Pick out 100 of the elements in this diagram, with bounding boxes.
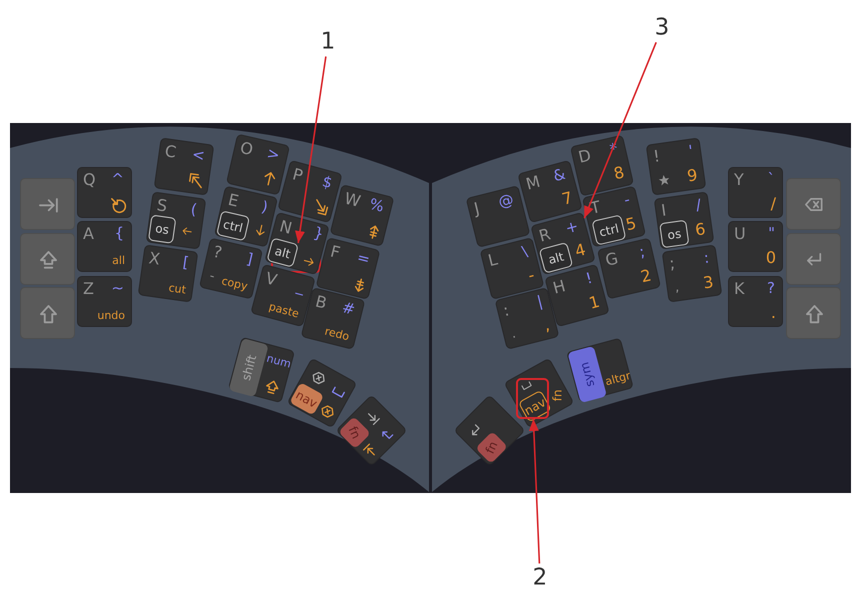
key bbox=[786, 232, 840, 284]
symbol-legend: / bbox=[694, 197, 702, 213]
function-legend: redo bbox=[324, 325, 350, 342]
symbol-legend: { bbox=[114, 226, 124, 241]
symbol-legend: ( bbox=[190, 202, 198, 218]
key bbox=[20, 232, 75, 284]
function-legend: altgr bbox=[604, 370, 632, 388]
symbol-legend: \ bbox=[520, 244, 530, 260]
key-letter: G bbox=[604, 250, 620, 268]
function-legend: all bbox=[112, 255, 125, 266]
function-legend: 5 bbox=[624, 214, 638, 233]
modifier-tag bbox=[538, 241, 574, 274]
symbol-legend: ^ bbox=[111, 172, 124, 187]
key-letter: C bbox=[164, 142, 178, 160]
symbol-legend: ; bbox=[638, 244, 646, 260]
key bbox=[728, 221, 783, 272]
key-letter: K bbox=[734, 280, 744, 296]
key-letter: P bbox=[290, 166, 304, 184]
key-letter: L bbox=[486, 251, 500, 269]
function-legend: 2 bbox=[639, 266, 653, 285]
tag-label: fn bbox=[346, 424, 362, 440]
tag-label: fn bbox=[483, 439, 500, 455]
key-letter: J bbox=[472, 200, 482, 217]
symbol-legend: & bbox=[552, 166, 567, 184]
key bbox=[20, 287, 75, 339]
key bbox=[20, 178, 75, 230]
function-legend: 9 bbox=[686, 166, 699, 184]
key-letter: ! bbox=[652, 148, 661, 164]
key-letter: E bbox=[226, 191, 240, 210]
key-letter: F bbox=[328, 243, 342, 261]
key-letter: D bbox=[576, 146, 593, 166]
symbol-legend: < bbox=[191, 146, 206, 164]
symbol-legend: > bbox=[266, 145, 282, 163]
key-letter: ? bbox=[212, 243, 224, 261]
modifier-tag bbox=[148, 214, 176, 244]
function-legend: cut bbox=[168, 282, 187, 296]
tag-label: os bbox=[666, 226, 682, 240]
function-legend: 6 bbox=[694, 220, 707, 238]
symbol-legend: @ bbox=[496, 192, 516, 210]
leader-line bbox=[528, 418, 540, 564]
function-legend: copy bbox=[220, 274, 249, 292]
tag-label: nav bbox=[522, 396, 547, 417]
key-letter: U bbox=[734, 226, 746, 242]
symbol-legend: - bbox=[622, 192, 632, 208]
key-letter: X bbox=[148, 250, 161, 268]
tag-label: nav bbox=[294, 388, 319, 410]
function-legend: paste bbox=[268, 300, 300, 319]
key bbox=[77, 276, 132, 326]
function-legend: 3 bbox=[702, 274, 715, 291]
key-letter: S bbox=[156, 196, 168, 214]
function-legend: 0 bbox=[766, 250, 776, 266]
modifier-tag bbox=[216, 210, 250, 241]
tag-label: os bbox=[154, 222, 170, 236]
symbol-legend: : bbox=[702, 250, 710, 266]
secondary-legend: - bbox=[208, 269, 216, 283]
tag-label: sym bbox=[578, 360, 596, 388]
callout-number: 3 bbox=[654, 16, 670, 40]
leader-line bbox=[295, 56, 327, 244]
function-legend: 4 bbox=[573, 241, 588, 260]
key bbox=[728, 167, 783, 218]
callout-number: 1 bbox=[320, 30, 336, 54]
symbol-legend: % bbox=[368, 196, 386, 214]
key-letter: V bbox=[264, 270, 279, 288]
symbol-legend: " bbox=[768, 226, 775, 241]
function-legend: undo bbox=[97, 310, 125, 320]
symbol-legend: + bbox=[564, 218, 580, 236]
key-letter: : bbox=[502, 302, 511, 319]
modifier-tag bbox=[659, 219, 690, 248]
symbol-legend: ` bbox=[768, 172, 775, 187]
key-letter: N bbox=[278, 218, 294, 236]
key bbox=[77, 167, 132, 218]
key-letter: Z bbox=[83, 280, 94, 296]
key-letter: M bbox=[524, 173, 542, 192]
callout-number: 2 bbox=[532, 566, 548, 590]
key-letter: Y bbox=[734, 172, 744, 188]
tag-label: shift bbox=[239, 354, 258, 382]
key bbox=[786, 287, 840, 339]
symbol-legend: = bbox=[356, 250, 372, 268]
symbol-legend: [ bbox=[182, 254, 190, 270]
function-legend: 8 bbox=[612, 164, 626, 182]
function-legend: / bbox=[770, 196, 776, 212]
key-letter: ; bbox=[668, 254, 676, 272]
function-legend: - bbox=[526, 266, 536, 284]
function-legend: fn bbox=[550, 389, 564, 402]
symbol-legend: ) bbox=[260, 198, 270, 215]
leader-line bbox=[584, 42, 657, 218]
key-letter: I bbox=[660, 202, 668, 218]
symbol-legend: ' bbox=[688, 143, 694, 158]
key bbox=[786, 178, 840, 230]
symbol-legend: ? bbox=[767, 280, 775, 296]
symbol-legend: $ bbox=[320, 174, 334, 191]
tag-label: alt bbox=[546, 250, 565, 266]
key-letter: O bbox=[238, 139, 254, 158]
secondary-legend: . bbox=[510, 326, 518, 341]
modifier-tag bbox=[266, 237, 299, 268]
key-letter: W bbox=[342, 190, 362, 210]
key-letter: B bbox=[314, 293, 328, 312]
tag-label: ctrl bbox=[222, 217, 244, 234]
function-legend: 7 bbox=[560, 189, 574, 208]
key bbox=[77, 221, 132, 272]
